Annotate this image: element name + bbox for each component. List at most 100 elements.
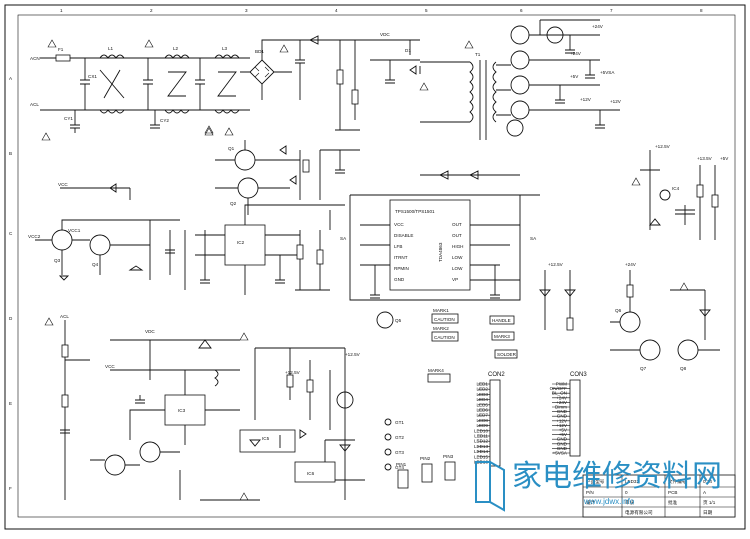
connector-pin-label: LED3 [477, 392, 489, 397]
d1-label: D1 [405, 48, 411, 53]
connector-pin-label: +24V [556, 395, 568, 400]
ic6-label: IC6 [307, 471, 315, 476]
acl-label: ACL [30, 102, 39, 107]
inner-frame [17, 14, 736, 518]
controller-side-label: TDA4863 [438, 242, 443, 262]
company-name: 电源有限公司 [625, 509, 653, 516]
connector-pin-label: LED1 [477, 382, 489, 387]
connector-pin-label: PWM [556, 382, 567, 387]
connector-pin-label: +5V [559, 428, 568, 433]
ic2-label: IC2 [237, 240, 245, 245]
pin-header-label: PIN2 [420, 456, 431, 461]
controller-pin: RPMIN [394, 266, 409, 271]
row-marker: B [9, 151, 12, 156]
connector-pin-label: ON/OFF [550, 386, 568, 391]
silk-text: SOLDER [497, 352, 517, 357]
column-marker: 3 [245, 8, 248, 13]
pwm-controller-ic2: IC2 [195, 204, 345, 295]
watermark-text: 家电维修资料网 [512, 459, 722, 494]
standby-supply: ACL VDC VCC IC3 [44, 314, 260, 501]
feedback-section: IC5 +12.5V +12.5V IC6 [239, 347, 365, 501]
row-markers: A B C D E F [9, 76, 13, 491]
connector-pin-label: LED12 [474, 439, 488, 444]
q2-label: Q2 [230, 201, 237, 206]
controller-pin: OUT [452, 222, 462, 227]
title-cell: PCB [668, 490, 677, 495]
controller-body [389, 199, 471, 291]
pin-header-label: PIN1 [396, 462, 407, 467]
connector-pin-label: +5VSA [553, 451, 568, 456]
row-marker: C [9, 231, 13, 236]
row-marker: D [9, 316, 13, 321]
mark-label: MARK2 [433, 326, 449, 331]
out-12v-label: +12V [580, 97, 592, 102]
controller-pin: GND [394, 277, 405, 282]
vcc1-label: VCC1 [68, 228, 81, 233]
cx1-label: CX1 [88, 74, 97, 79]
emi-filter-section: ACN ACL F1 L1 L2 L3 CX1 CY1 CY2 [30, 39, 289, 141]
ic4-label: IC4 [672, 186, 680, 191]
acl-b-label: ACL [60, 314, 69, 319]
title-cell: 审核 [625, 499, 635, 506]
t1-label: T1 [475, 52, 481, 57]
con2-label: CON2 [488, 372, 505, 378]
controller-pin: HIGH [452, 244, 463, 249]
out-5v-b-label: +5V [720, 156, 729, 161]
con3-label: CON3 [570, 372, 587, 378]
caution-area: CAUTION CAUTION MARK1 MARK2 HANDLE MARK3… [376, 308, 518, 383]
vdc-b-label: VDC [145, 329, 155, 334]
test-point-label: GT3 [395, 450, 404, 455]
test-points: GT1 GT2 GT3 GT4 PIN1 PIN2 PIN3 [384, 418, 456, 489]
title-cell: 0 [625, 490, 628, 495]
connector-con3: CON3 PWMON/OFFBL_ON+24V+24VDimmGNDGND+12… [550, 372, 587, 457]
connector-pin-label: LED14 [474, 449, 488, 454]
out-13v-label: +13.5V [697, 156, 713, 161]
q3-label: Q3 [54, 258, 61, 263]
column-marker: 8 [700, 8, 703, 13]
connector-pin-label: GND [557, 437, 568, 442]
connector-pin-label: LED5 [477, 402, 489, 407]
mark-label: MARK1 [433, 308, 449, 313]
controller-pin: LFB [394, 244, 402, 249]
connector-pin-label: +12V [556, 423, 568, 428]
vcc2-label: VCC2 [28, 234, 41, 239]
vcc-low-label: VCC [105, 364, 115, 369]
out-24v-b-label: +24V [570, 51, 582, 56]
main-transformer: T1 [420, 52, 497, 140]
title-cell: 文件编号 [668, 478, 687, 485]
fuse-label: F1 [58, 47, 64, 52]
connector-pin-label: GND [557, 446, 568, 451]
bridge-label: BD1 [255, 49, 264, 54]
title-cell: LED32 [625, 479, 639, 484]
out-125v-b-label: +12.5V [548, 262, 564, 267]
date-label: 日期 [703, 510, 713, 516]
pfc-section: VDC D1 [295, 32, 421, 131]
controller-pin: LOW [452, 255, 463, 260]
pfc-switch-section: Q1 Q2 [204, 127, 360, 215]
title-block: 产品型号 LED32 文件编号 0.24 P/N 0 PCB A 设计 审核 批… [582, 474, 736, 518]
vdc-label: VDC [380, 32, 390, 37]
connector-pin-label: +12V [556, 418, 568, 423]
common-mode-choke-l2: L2 [164, 46, 190, 114]
out-5v-label: +5V [570, 74, 579, 79]
controller-pin: OUT [452, 233, 462, 238]
bridge-rectifier: BD1 [240, 39, 300, 100]
mark-label: MARK4 [428, 368, 444, 373]
controller-pin: DISABLE [394, 233, 413, 238]
pin-header-label: PIN3 [443, 454, 454, 459]
out-125v-d-label: +12.5V [285, 370, 301, 375]
connector-pin-label: LED11 [474, 434, 488, 439]
connector-pin-label: GND [557, 414, 568, 419]
title-cell: 产品型号 [586, 478, 605, 485]
connector-pin-label: LED8 [477, 418, 489, 423]
title-cell: 设计 [586, 499, 596, 506]
book-logo-icon [475, 460, 505, 512]
connector-pin-label: LED13 [474, 444, 488, 449]
l2-label: L2 [173, 46, 179, 51]
connector-pin-label: BL_ON [552, 391, 567, 396]
main-controller-ic: TPS1500/TPS1501 VCC DISABLE LFB ITRNT RP… [340, 170, 540, 301]
l1-label: L1 [108, 46, 114, 51]
connector-pin-label: LED7 [477, 413, 489, 418]
row-marker: F [9, 486, 12, 491]
